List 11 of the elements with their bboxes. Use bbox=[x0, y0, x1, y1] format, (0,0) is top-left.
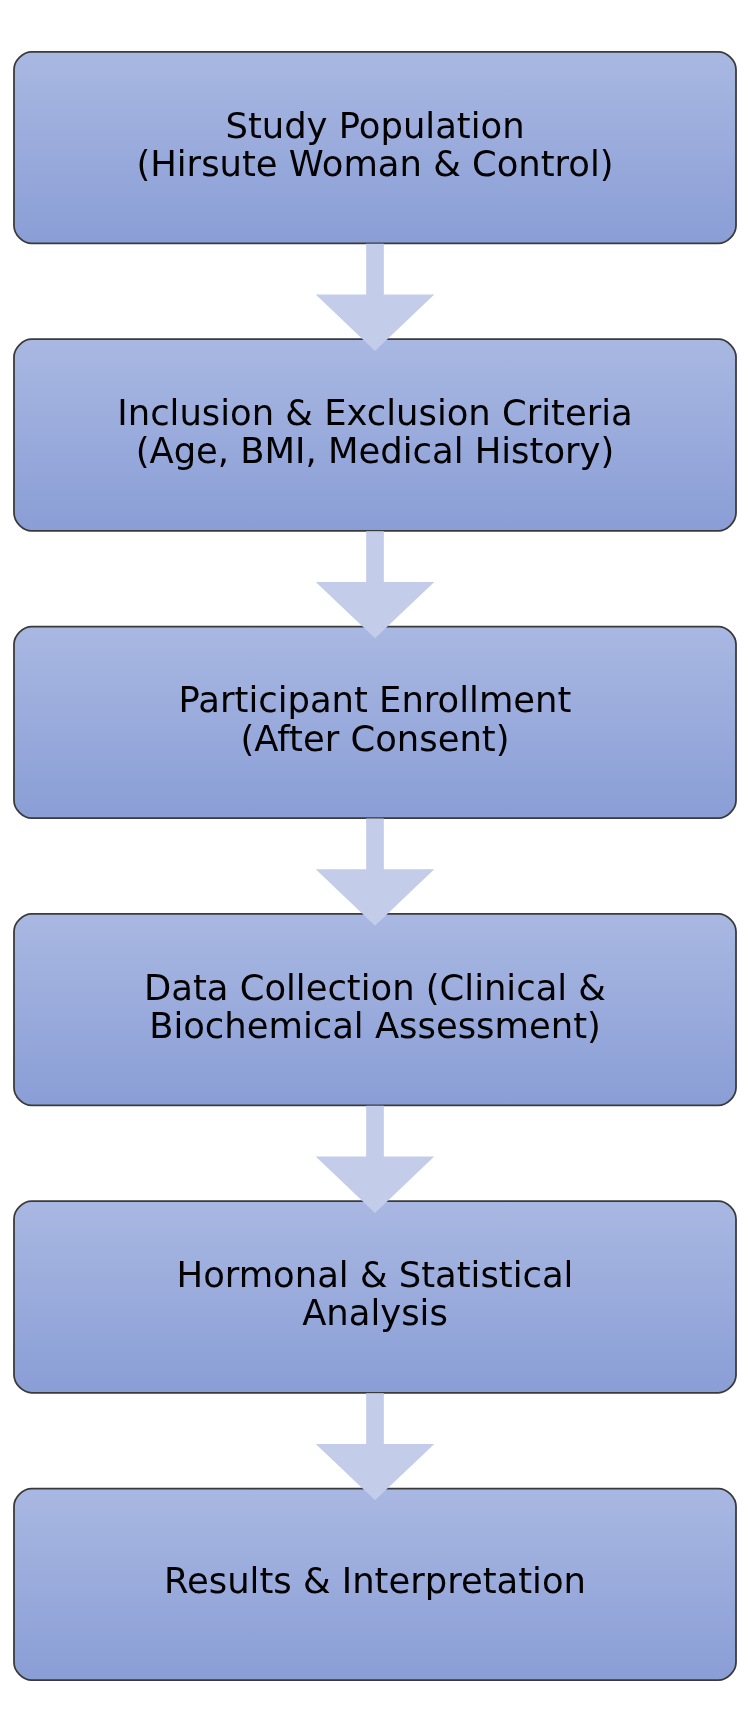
arrow bbox=[315, 1393, 435, 1501]
arrow bbox=[315, 243, 435, 351]
arrow bbox=[315, 818, 435, 926]
arrow bbox=[315, 531, 435, 639]
node-box: Participant Enrollment (After Consent) bbox=[13, 625, 737, 819]
arrow bbox=[315, 1105, 435, 1213]
node-box: Data Collection (Clinical & Biochemical Assessment) bbox=[13, 913, 737, 1107]
node-box: Inclusion & Exclusion Criteria (Age, BMI, Medical History) bbox=[13, 338, 737, 532]
node-box: Hormonal & Statistical Analysis bbox=[13, 1200, 737, 1394]
node-box: Results & Interpretation bbox=[13, 1487, 737, 1681]
node-box: Study Population (Hirsute Woman & Control) bbox=[13, 51, 737, 245]
